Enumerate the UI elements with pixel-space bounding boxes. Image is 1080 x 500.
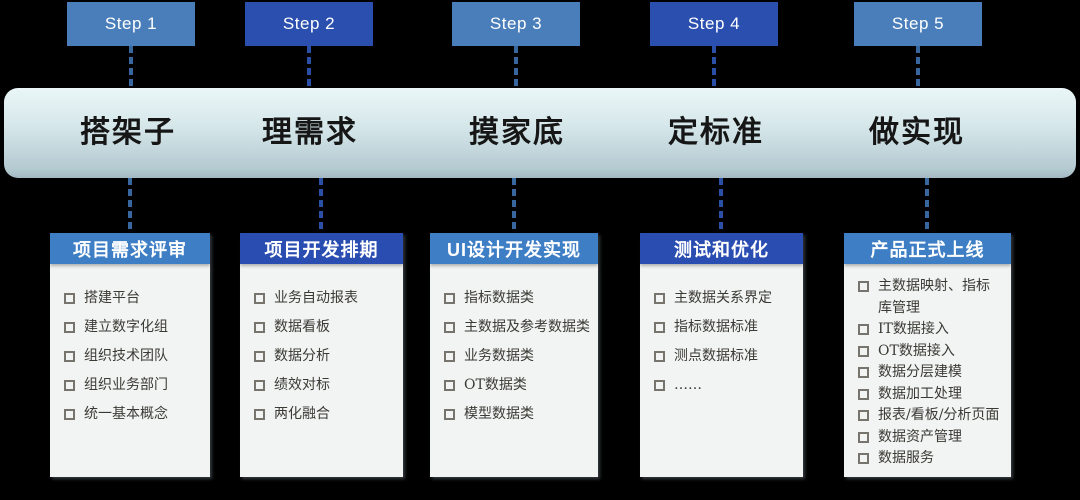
phase-band (4, 88, 1076, 178)
connector-top-5 (916, 46, 920, 88)
band-title-3: 摸家底 (469, 116, 565, 149)
card-item: OT数据类 (442, 371, 590, 400)
connector-bottom-2 (319, 178, 323, 233)
card-item: IT数据接入 (856, 319, 1003, 341)
card-item: 主数据映射、指标库管理 (856, 276, 1003, 319)
card-item: 数据分层建模 (856, 362, 1003, 384)
card-item: 数据资产管理 (856, 427, 1003, 449)
connector-bottom-1 (128, 178, 132, 233)
connector-bottom-5 (925, 178, 929, 233)
connector-top-3 (514, 46, 518, 88)
card-2-list: 业务自动报表数据看板数据分析绩效对标两化融合 (240, 284, 403, 429)
card-item: 统一基本概念 (62, 400, 202, 429)
card-item: 主数据关系界定 (652, 284, 795, 313)
card-item: OT数据接入 (856, 341, 1003, 363)
step-4-badge: Step 4 (650, 2, 778, 46)
card-item: 指标数据标准 (652, 313, 795, 342)
band-title-2: 理需求 (262, 116, 358, 149)
card-item: 指标数据类 (442, 284, 590, 313)
band-title-5: 做实现 (869, 116, 965, 149)
card-1-list: 搭建平台建立数字化组组织技术团队组织业务部门统一基本概念 (50, 284, 210, 429)
connector-bottom-3 (512, 178, 516, 233)
card-item: …… (652, 371, 795, 400)
connector-top-1 (129, 46, 133, 88)
card-item: 数据看板 (252, 313, 395, 342)
card-item: 数据服务 (856, 448, 1003, 470)
card-step-1: 项目需求评审 搭建平台建立数字化组组织技术团队组织业务部门统一基本概念 (50, 233, 210, 477)
card-item: 绩效对标 (252, 371, 395, 400)
card-step-4: 测试和优化 主数据关系界定指标数据标准测点数据标准…… (640, 233, 803, 477)
card-step-2: 项目开发排期 业务自动报表数据看板数据分析绩效对标两化融合 (240, 233, 403, 477)
card-3-header: UI设计开发实现 (430, 233, 598, 264)
card-item: 组织技术团队 (62, 342, 202, 371)
card-1-header: 项目需求评审 (50, 233, 210, 264)
connector-bottom-4 (719, 178, 723, 233)
card-4-header: 测试和优化 (640, 233, 803, 264)
card-item: 建立数字化组 (62, 313, 202, 342)
card-item: 数据分析 (252, 342, 395, 371)
card-item: 数据加工处理 (856, 384, 1003, 406)
card-5-header: 产品正式上线 (844, 233, 1011, 264)
card-item: 报表/看板/分析页面 (856, 405, 1003, 427)
card-item: 业务数据类 (442, 342, 590, 371)
band-title-1: 搭架子 (80, 116, 176, 149)
connector-top-4 (712, 46, 716, 88)
card-item: 业务自动报表 (252, 284, 395, 313)
card-4-list: 主数据关系界定指标数据标准测点数据标准…… (640, 284, 803, 400)
card-2-header: 项目开发排期 (240, 233, 403, 264)
band-title-4: 定标准 (668, 116, 764, 149)
card-item: 模型数据类 (442, 400, 590, 429)
card-item: 搭建平台 (62, 284, 202, 313)
step-1-badge: Step 1 (67, 2, 195, 46)
card-item: 组织业务部门 (62, 371, 202, 400)
step-2-badge: Step 2 (245, 2, 373, 46)
card-item: 两化融合 (252, 400, 395, 429)
step-5-badge: Step 5 (854, 2, 982, 46)
connector-top-2 (307, 46, 311, 88)
step-3-badge: Step 3 (452, 2, 580, 46)
card-item: 主数据及参考数据类 (442, 313, 590, 342)
card-item: 测点数据标准 (652, 342, 795, 371)
